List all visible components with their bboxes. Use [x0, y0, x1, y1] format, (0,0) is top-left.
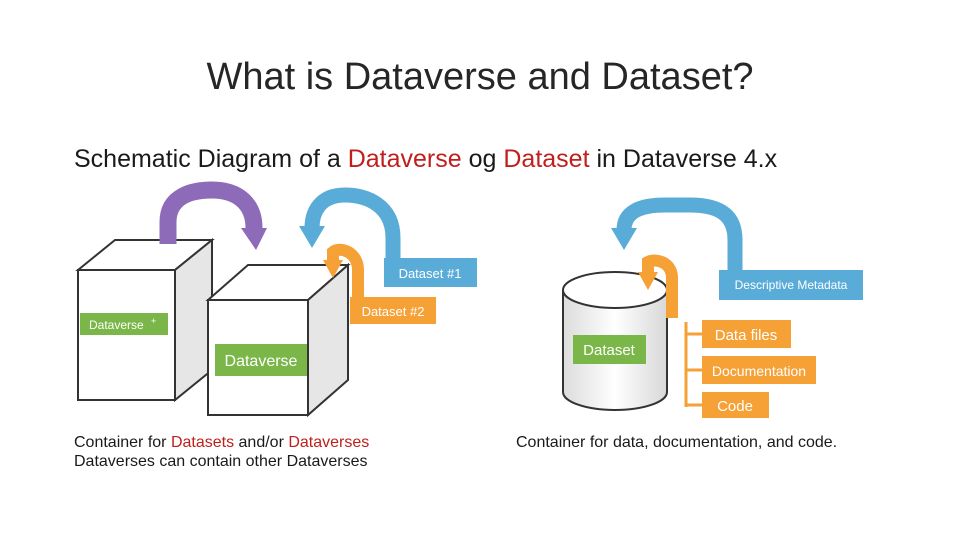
- cylinder-label: Dataset: [583, 342, 636, 359]
- large-cube-label: Dataverse: [225, 353, 298, 370]
- left-caption-dataverses: Dataverses: [288, 434, 370, 451]
- dataset1-box: Dataset #1: [384, 258, 477, 287]
- item-label-data-files: Data files: [715, 327, 778, 344]
- small-cube-label-box: Dataverse +: [80, 313, 168, 335]
- dataset2-box: Dataset #2: [350, 297, 436, 324]
- item-label-code: Code: [717, 398, 753, 415]
- blue-arrow-left: [299, 187, 401, 258]
- orange-arrow-right: [638, 254, 678, 318]
- left-caption-line2: Dataverses can contain other Dataverses: [74, 453, 368, 470]
- item-documentation: Documentation: [702, 356, 816, 384]
- slide-subtitle: Schematic Diagram of a Dataverse og Data…: [74, 145, 777, 174]
- left-caption-b: and/or: [234, 434, 289, 451]
- subtitle-part1: Schematic Diagram of a: [74, 145, 348, 173]
- left-caption-line1: Container for Datasets and/or Dataverses: [74, 433, 369, 452]
- subtitle-dataset: Dataset: [503, 145, 590, 173]
- dataset1-label: Dataset #1: [399, 266, 462, 281]
- large-cube: [205, 262, 351, 418]
- left-caption-datasets: Datasets: [170, 434, 235, 451]
- item-label-documentation: Documentation: [712, 363, 806, 379]
- left-caption: Container for Datasets and/or Dataverses…: [74, 433, 369, 471]
- subtitle-dataverse: Dataverse: [347, 145, 462, 173]
- large-cube-label-box: Dataverse: [215, 344, 307, 376]
- metadata-label: Descriptive Metadata: [735, 278, 848, 292]
- orange-arrow-left: [323, 243, 364, 298]
- item-code: Code: [702, 392, 769, 418]
- left-caption-a: Container for: [74, 434, 171, 451]
- metadata-box: Descriptive Metadata: [719, 270, 863, 300]
- small-cube-label: Dataverse: [89, 318, 144, 332]
- blue-arrow-right: [611, 197, 743, 272]
- subtitle-part2: og: [461, 145, 504, 173]
- small-cube-label-mark: +: [151, 316, 156, 326]
- slide-title: What is Dataverse and Dataset?: [206, 56, 754, 98]
- right-caption: Container for data, documentation, and c…: [516, 434, 838, 451]
- dataset2-label: Dataset #2: [362, 304, 425, 319]
- purple-arrow: [159, 181, 267, 250]
- subtitle-part3: in Dataverse 4.x: [589, 145, 778, 173]
- items-bracket: [684, 322, 702, 407]
- item-data-files: Data files: [702, 320, 791, 348]
- cylinder-label-box: Dataset: [573, 335, 646, 364]
